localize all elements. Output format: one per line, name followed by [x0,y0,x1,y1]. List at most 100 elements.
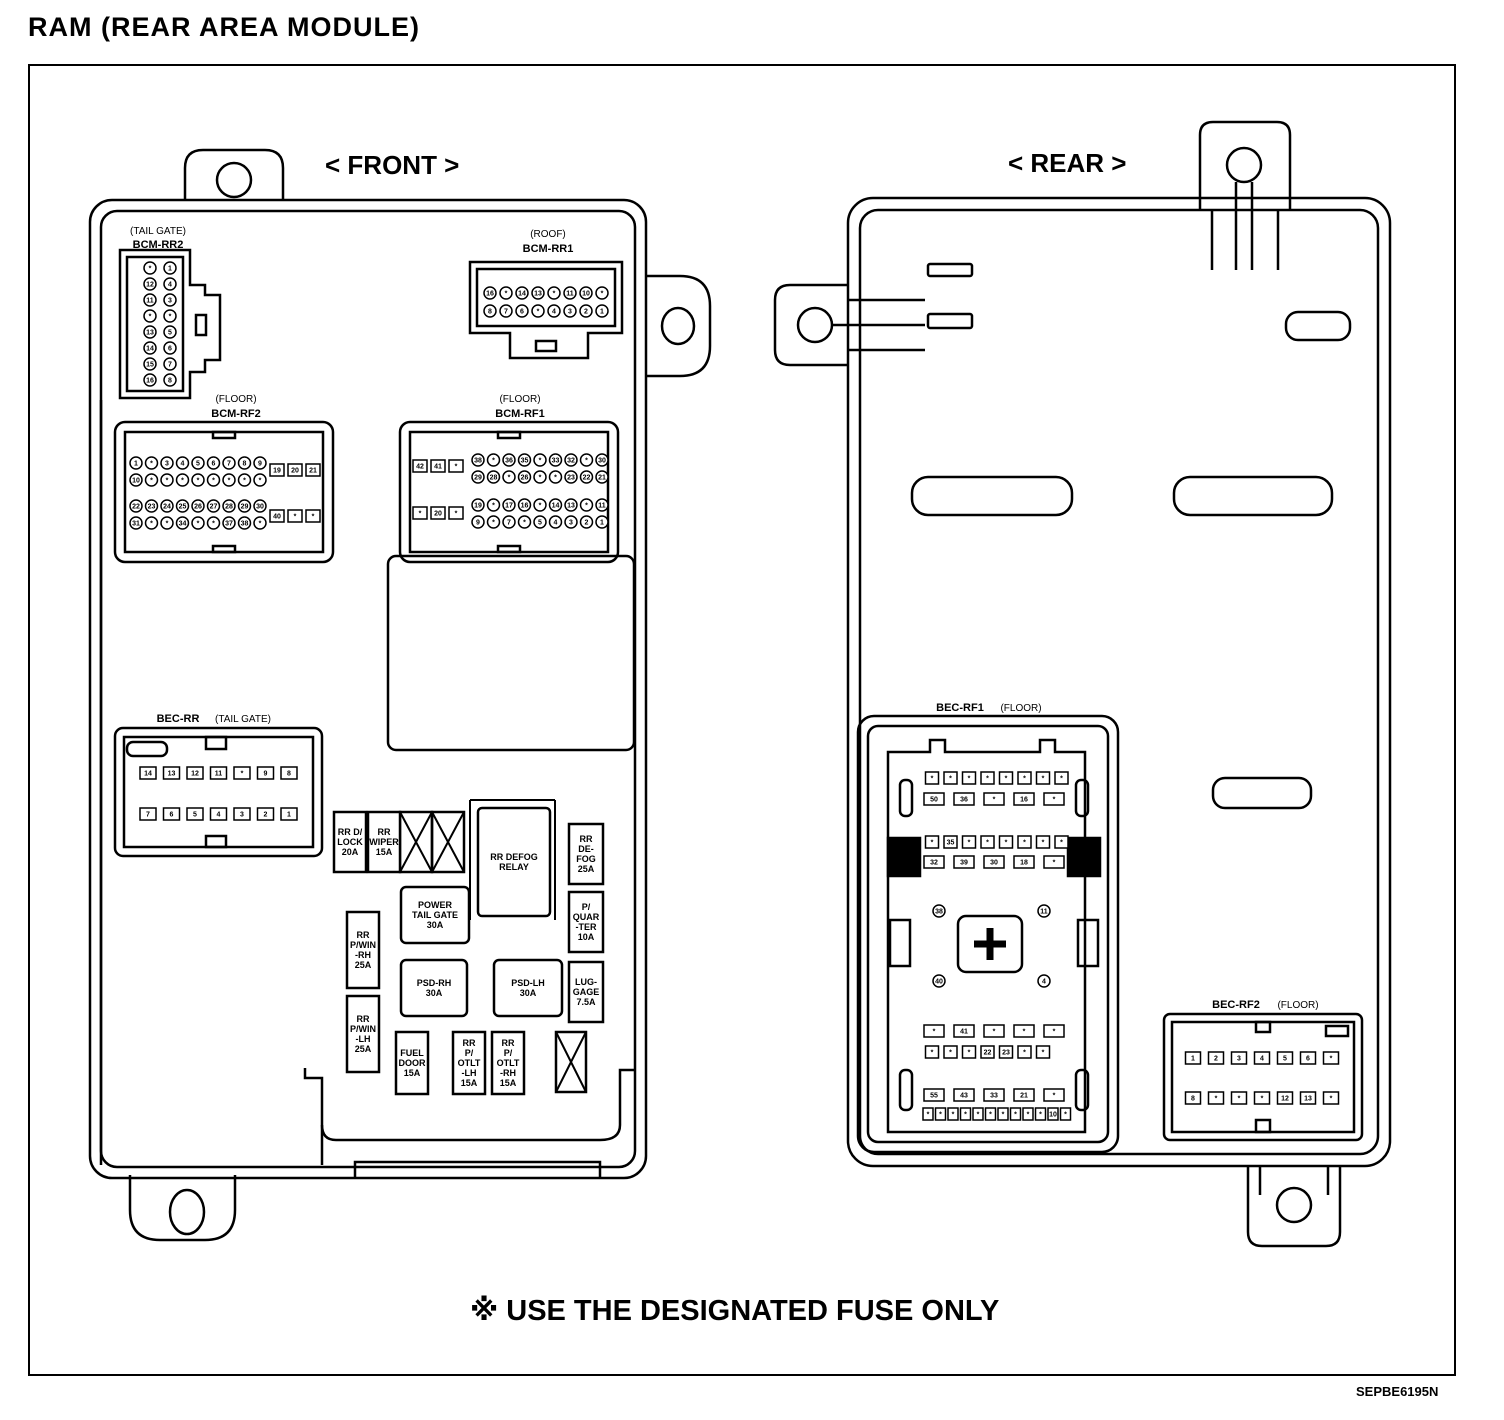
bcm-rr2-connector [118,248,222,400]
bec-rf1-r1-pin [924,771,940,785]
bcm-rf1-side1-pin-label: 42 [416,464,424,471]
bec-rf1-r7-pin-label: 33 [990,1093,998,1100]
bec-rr-bottom-pin-label: 7 [146,812,150,819]
bcm-rf1-r1-pin-label: 36 [505,458,513,465]
bcm-rf1-r2-pin-label: 21 [598,475,606,482]
bcm-rf1-r3-pin-label: * [539,503,542,510]
bcm-rf2-r2-pin-label: * [259,478,262,485]
bcm-rf2-r2-pin-label: * [150,478,153,485]
bcm-rr2-row-pin [163,325,177,339]
bcm-rr1-top-pin-label: * [553,291,556,298]
bcm-rf2-side1-pin-label: 19 [273,468,281,475]
bcm-rr1-bottom-pin-label: 3 [568,309,572,316]
bcm-rr2-row-pin [143,293,157,307]
bec-rf1-r5-pin-label: * [1023,1029,1026,1036]
bec-rf1-r1-pin-label: * [1060,776,1063,783]
bcm-rf1-connector [398,420,620,564]
fuse-rr-pwin-rh-body [345,910,381,990]
bcm-rf2-r3-pin-label: 24 [163,504,171,511]
bcm-rr1-bottom-pin-label: 7 [504,309,508,316]
bcm-rf1-r1-pin [502,453,516,467]
bec-rf1-r5-pin-label: * [1053,1029,1056,1036]
bcm-rr1-bottom-pin-label: 4 [552,309,556,316]
bec-rr-bottom-pin-label: 1 [287,812,291,819]
bcm-rf2-r3-pin-label: 30 [256,504,264,511]
bcm-rf1-r3-pin-label: 19 [474,503,482,510]
bcm-rr2-row-pin-label: 1 [168,266,172,273]
bec-rf2-top-pin-label: 4 [1260,1056,1264,1063]
fuse-rr-potlt-lh-label: P/ [465,1048,474,1058]
bec-rf1-r3-pin-label: * [986,840,989,847]
bcm-rf2-r1-pin [191,456,205,470]
bcm-rf1-r4-pin-label: * [523,520,526,527]
bcm-rf2-r4-pin-label: * [197,521,200,528]
bcm-rf2-side1-pin-label: 20 [291,468,299,475]
bcm-rf1-r3-pin [533,498,547,512]
bcm-rf2-r3-pin-label: 23 [148,504,156,511]
bcm-rf2-r1-pin-label: 5 [196,461,200,468]
fuse-rr-pwin-rh-label: 25A [355,960,372,970]
bcm-rf1-r2-pin-label: 23 [567,475,575,482]
bcm-rf1-r4-pin [486,515,501,529]
bec-rf1-r5-pin [983,1024,1005,1038]
bec-rf1-r8-pin [947,1107,959,1121]
bcm-rf1-side4-pin [430,506,446,520]
bcm-rf2-r2-pin-label: * [197,478,200,485]
bec-rf1-r8-pins: **********10* [922,1107,1072,1121]
bcm-rr1-top-pin [595,286,609,300]
bcm-rr1-top-pin-label: * [601,291,604,298]
bec-rf1-r7-pin [983,1088,1005,1102]
bcm-rr1-top-pin-label: 11 [566,291,574,298]
bcm-rf2-r1-pin-label: 1 [134,461,138,468]
bec-rf1-r8-pin-label: * [1039,1112,1042,1119]
bcm-rr2-row-pin [143,309,157,323]
bcm-rf2-r2-pin [222,473,236,487]
bcm-rf1-side4-pin-label: * [419,511,422,518]
bec-rf1-r8-pin [922,1107,934,1121]
bec-rf1-midr-pin [1037,904,1051,918]
bcm-rf2-r3-pin-label: 25 [179,504,187,511]
bec-rf1-r3-pin [980,835,995,849]
bec-rf2-bottom-pin-label: 13 [1304,1096,1312,1103]
fuse-rr-dlock-body [332,810,368,874]
bec-rr-bottom-pin-label: 2 [264,812,268,819]
bec-rf1-r1-pin [1054,771,1069,785]
bcm-rf1-r3-pin-label: * [492,503,495,510]
bec-rf1-r8-pin-label: * [989,1112,992,1119]
bcm-rr1-bottom-pin [547,304,561,318]
bcm-rr2-row-pin [163,341,177,355]
bcm-rf1-r4-pin-label: 5 [538,520,542,527]
bec-rr-top-pin [280,766,298,780]
bcm-rr2-row-pin-label: * [149,266,152,273]
bec-rr-bottom-pin [162,807,181,821]
bec-rf1-r3-pin-label: * [1023,840,1026,847]
bcm-rf2-r4-pin-label: 37 [225,521,233,528]
bcm-rf1-r1-pin [471,453,485,467]
bcm-rf2-r4-pin [160,516,174,530]
bec-rf1-midl-pin [932,904,946,918]
bec-rf2-bottom-pin-label: 12 [1281,1096,1289,1103]
fuse-rr-pwin-lh-label: RR [357,1014,370,1024]
fuse-rr-pwin-lh-label: 25A [355,1044,372,1054]
bcm-rf1-side4-pin-label: 20 [434,511,442,518]
bcm-rf1-r2-pin [517,470,532,484]
fuse-rr-defog-relay-label: RELAY [499,862,529,872]
bec-rf1-r8-pin-label: * [1027,1112,1030,1119]
bec-rf2-bottom-pin [1230,1091,1248,1105]
bcm-rf1-r1-pin-label: * [585,458,588,465]
fuse-p-quarter-label: P/ [582,902,591,912]
bec-rf1-r1-pin [998,771,1014,785]
bcm-rr1-bottom-pin-label: 6 [520,309,524,316]
bcm-rf2-r2-pin [191,473,205,487]
fuse-rr-dlock-label: 20A [342,847,359,857]
bcm-rf2-r2-pin-label: * [166,478,169,485]
front-view-label: < FRONT > [325,150,460,180]
